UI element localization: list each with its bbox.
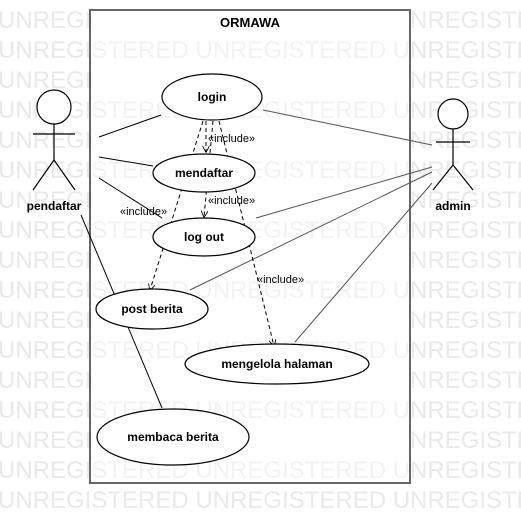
associations-admin [189,109,433,343]
include-label: «include» [208,133,255,145]
include-label: «include» [120,206,167,218]
use-case-post-berita[interactable]: post berita [95,288,209,330]
watermark-row: UNREGISTERED UNREGISTERED UNREGISTERED U… [0,37,521,64]
assoc-admin-logout [255,166,433,219]
assoc-pendaftar-logout [98,177,163,219]
include-arrow-logout [204,120,214,217]
include-label: «include» [257,274,304,286]
use-case-label: post berita [121,302,183,316]
watermark-row: UNREGISTERED UNREGISTERED UNREGISTERED U… [0,397,521,424]
use-case-label: mengelola halaman [221,357,332,371]
watermark-row: UNREGISTERED UNREGISTERED UNREGISTERED U… [0,217,521,244]
use-case-label: log out [184,230,224,244]
actor-pendaftar[interactable] [32,89,76,191]
watermark-row: UNREGISTERED UNREGISTERED UNREGISTERED U… [0,457,521,484]
assoc-admin-login [262,109,433,146]
actor-pendaftar-label: pendaftar [27,199,82,213]
assoc-admin-mengelola [294,182,433,343]
assoc-admin-post [189,171,433,291]
watermark-row: UNREGISTERED UNREGISTERED UNREGISTERED U… [0,487,521,514]
use-case-membaca-berita[interactable]: membaca berita [96,408,250,466]
use-case-logout[interactable]: log out [152,217,256,257]
use-case-login[interactable]: login [161,73,263,121]
watermark-row: UNREGISTERED UNREGISTERED UNREGISTERED U… [0,277,521,304]
include-label: «include» [208,195,255,207]
assoc-pendaftar-login [98,114,162,138]
actor-admin[interactable] [432,98,474,191]
include-arrow-post [150,120,204,290]
watermark-row: UNREGISTERED UNREGISTERED UNREGISTERED U… [0,157,521,184]
actor-admin-label: admin [435,199,470,213]
system-title: ORMAWA [220,15,281,30]
assoc-pendaftar-mendaftar [98,156,154,167]
use-case-label: login [198,90,227,104]
watermark-overlay: UNREGISTERED UNREGISTERED UNREGISTERED U… [0,37,521,484]
use-case-label: mendaftar [175,166,233,180]
use-case-label: membaca berita [127,430,219,444]
use-case-mendaftar[interactable]: mendaftar [152,153,256,193]
use-case-mengelola-halaman[interactable]: mengelola halaman [184,343,370,385]
